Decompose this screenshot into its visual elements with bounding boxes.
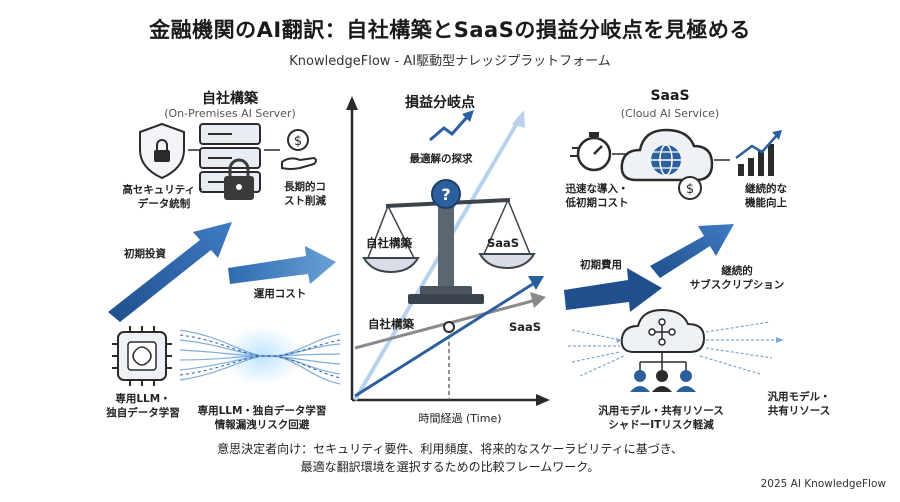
y-axis-arrowhead	[346, 96, 358, 110]
optimal-solution-label: 最適解の探求	[409, 153, 473, 165]
long-term-cost-label: 長期的コ スト削減	[270, 180, 340, 208]
svg-text:$: $	[294, 134, 302, 149]
security-label-line2: データ統制	[137, 198, 191, 211]
long-term-cost-line2: スト削減	[284, 195, 326, 208]
hand-coin-icon: $	[281, 129, 317, 170]
center-heading: 損益分岐点	[405, 95, 475, 111]
left-heading: 自社構築	[202, 91, 258, 107]
stopwatch-icon	[570, 132, 612, 172]
balance-scale-icon: ?	[362, 179, 536, 304]
footer-line1: 意思決定者向け：セキュリティ要件、利用頻度、将来的なスケーラビリティに基づき、	[217, 442, 683, 456]
shared-resource-line2: シャドーITリスク軽減	[608, 419, 714, 432]
breakeven-chart	[346, 96, 550, 406]
shared-resource-label: 汎用モデル・共有リソース シャドーITリスク軽減	[576, 404, 746, 432]
cloud-globe-icon: $	[620, 128, 714, 200]
data-flow-streams	[179, 326, 341, 386]
growth-chart-icon	[735, 130, 782, 176]
copyright: 2025 AI KnowledgeFlow	[760, 478, 886, 490]
subscription-line2: サブスクリプション	[689, 279, 785, 292]
initial-fee-label: 初期費用	[580, 259, 622, 271]
right-subheading: (Cloud AI Service)	[620, 107, 720, 120]
ai-chip-icon	[112, 326, 172, 386]
continuous-improve-line2: 機能向上	[745, 197, 787, 210]
page-subtitle: KnowledgeFlow - AI駆動型ナレッジプラットフォーム	[289, 54, 611, 69]
onprem-line-label: 自社構築	[368, 317, 414, 331]
network-dashes-right	[699, 321, 784, 375]
dedicated-llm-line2: 独自データ学習	[106, 407, 180, 420]
initial-fee-arrow	[564, 268, 662, 312]
initial-investment-arrow	[108, 222, 232, 322]
fast-deploy-line2: 低初期コスト	[565, 197, 629, 210]
security-label: 高セキュリティ・ データ統制	[104, 183, 224, 211]
data-flow-label: 専用LLM・独自データ学習 情報漏洩リスク回避	[172, 404, 352, 432]
right-heading: SaaS	[650, 88, 690, 104]
dedicated-llm-label: 専用LLM・ 独自データ学習	[88, 392, 198, 420]
fast-deploy-line1: 迅速な導入・	[565, 183, 629, 195]
x-axis-label: 時間経過 (Time)	[418, 412, 502, 425]
generic-model-line2: 共有リソース	[767, 405, 831, 418]
shared-users-icon	[630, 370, 696, 392]
continuous-improve-line1: 継続的な	[745, 183, 787, 195]
subscription-arrow	[650, 224, 734, 278]
initial-investment-label: 初期投資	[124, 248, 166, 260]
server-icon	[199, 123, 261, 200]
left-subheading: (On-Premises AI Server)	[164, 107, 296, 120]
operating-cost-label: 運用コスト	[253, 288, 307, 300]
operating-cost-arrow	[228, 246, 336, 284]
fast-deploy-label: 迅速な導入・ 低初期コスト	[552, 182, 642, 210]
trend-up-icon	[429, 115, 470, 142]
shield-lock-icon	[139, 122, 185, 180]
data-flow-line1: 専用LLM・独自データ学習	[197, 405, 327, 417]
x-axis-arrowhead	[536, 394, 550, 406]
page-title: 金融機関のAI翻訳：自社構築とSaaSの損益分岐点を見極める	[149, 18, 751, 42]
footer-line2: 最適な翻訳環境を選択するための比較フレームワーク。	[300, 460, 600, 474]
subscription-line1: 継続的	[721, 265, 753, 277]
continuous-improve-label: 継続的な 機能向上	[726, 182, 806, 210]
security-label-line1: 高セキュリティ・	[122, 184, 206, 196]
shared-resource-line1: 汎用モデル・共有リソース	[598, 405, 724, 417]
subscription-label: 継続的 サブスクリプション	[672, 264, 802, 292]
saas-line-label: SaaS	[508, 320, 542, 334]
saas-cost-line	[354, 280, 537, 398]
background-trend-line	[353, 116, 522, 402]
generic-model-line1: 汎用モデル・	[767, 391, 831, 403]
long-term-cost-line1: 長期的コ	[284, 181, 326, 193]
dedicated-llm-line1: 専用LLM・	[115, 393, 171, 405]
data-flow-line2: 情報漏洩リスク回避	[214, 419, 310, 432]
svg-text:?: ?	[441, 185, 450, 204]
breakeven-point	[443, 321, 455, 333]
svg-text:$: $	[686, 182, 694, 197]
cloud-network-icon	[620, 308, 706, 370]
network-dashes-left	[568, 329, 625, 377]
pan-saas-label: SaaS	[486, 236, 520, 250]
footer-note: 意思決定者向け：セキュリティ要件、利用頻度、将来的なスケーラビリティに基づき、 …	[0, 440, 900, 476]
generic-model-label: 汎用モデル・ 共有リソース	[744, 390, 854, 418]
pan-onprem-label: 自社構築	[366, 236, 412, 250]
